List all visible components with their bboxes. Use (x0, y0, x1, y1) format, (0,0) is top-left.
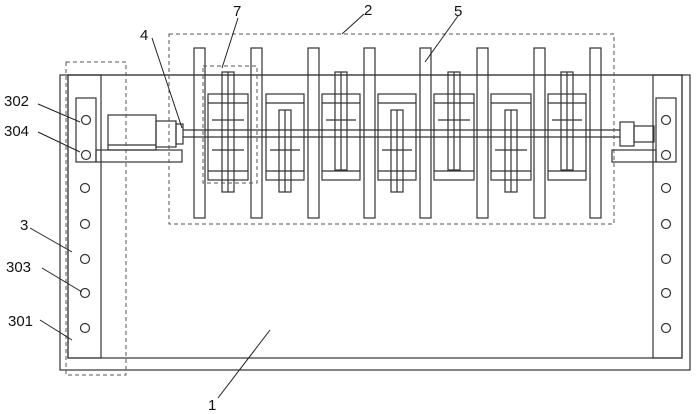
leader-304 (37, 131, 81, 153)
label-301: 301 (8, 313, 33, 330)
label-304: 304 (4, 123, 29, 140)
roller-unit-1 (207, 71, 249, 193)
label-2: 2 (364, 2, 372, 19)
roller-unit-3 (321, 71, 361, 181)
label-7: 7 (233, 3, 241, 20)
roller-unit-7 (547, 71, 587, 181)
assembly-2-dashed-box (168, 33, 615, 225)
right-rail (652, 74, 683, 359)
label-1: 1 (208, 397, 216, 414)
leader-7 (221, 17, 239, 69)
leader-3 (29, 227, 73, 253)
left-mount-hole-upper (80, 114, 92, 126)
label-302: 302 (4, 93, 29, 110)
right-mount-hole-lower (660, 149, 672, 161)
unit-7-dashed-box (202, 65, 258, 184)
left-rail (67, 74, 102, 359)
leader-1 (217, 329, 271, 399)
roller-unit-5 (433, 71, 475, 181)
roller-unit-2 (265, 93, 305, 193)
leader-301 (39, 319, 73, 341)
label-303: 303 (6, 259, 31, 276)
rail-3-dashed-box (65, 61, 127, 376)
label-4: 4 (140, 27, 148, 44)
right-rail-holes (660, 182, 672, 334)
leader-5 (424, 15, 459, 63)
left-rail-holes (79, 182, 91, 334)
leader-303 (41, 267, 83, 293)
label-5: 5 (454, 3, 462, 20)
right-mount-hole-upper (660, 114, 672, 126)
leader-2 (341, 13, 365, 35)
right-bracket (611, 149, 657, 163)
left-mount-hole-lower (80, 149, 92, 161)
right-mount-block (655, 97, 677, 163)
left-coupling-flange (175, 123, 184, 145)
right-bearing (633, 125, 655, 143)
vertical-plates (193, 47, 602, 219)
label-3: 3 (20, 217, 28, 234)
leader-302 (37, 103, 81, 123)
roller-unit-6 (490, 93, 532, 193)
roller-unit-4 (377, 93, 417, 193)
left-mount-block (75, 97, 97, 163)
right-coupling (619, 121, 635, 147)
leader-4 (151, 37, 183, 129)
left-coupling (155, 120, 177, 148)
